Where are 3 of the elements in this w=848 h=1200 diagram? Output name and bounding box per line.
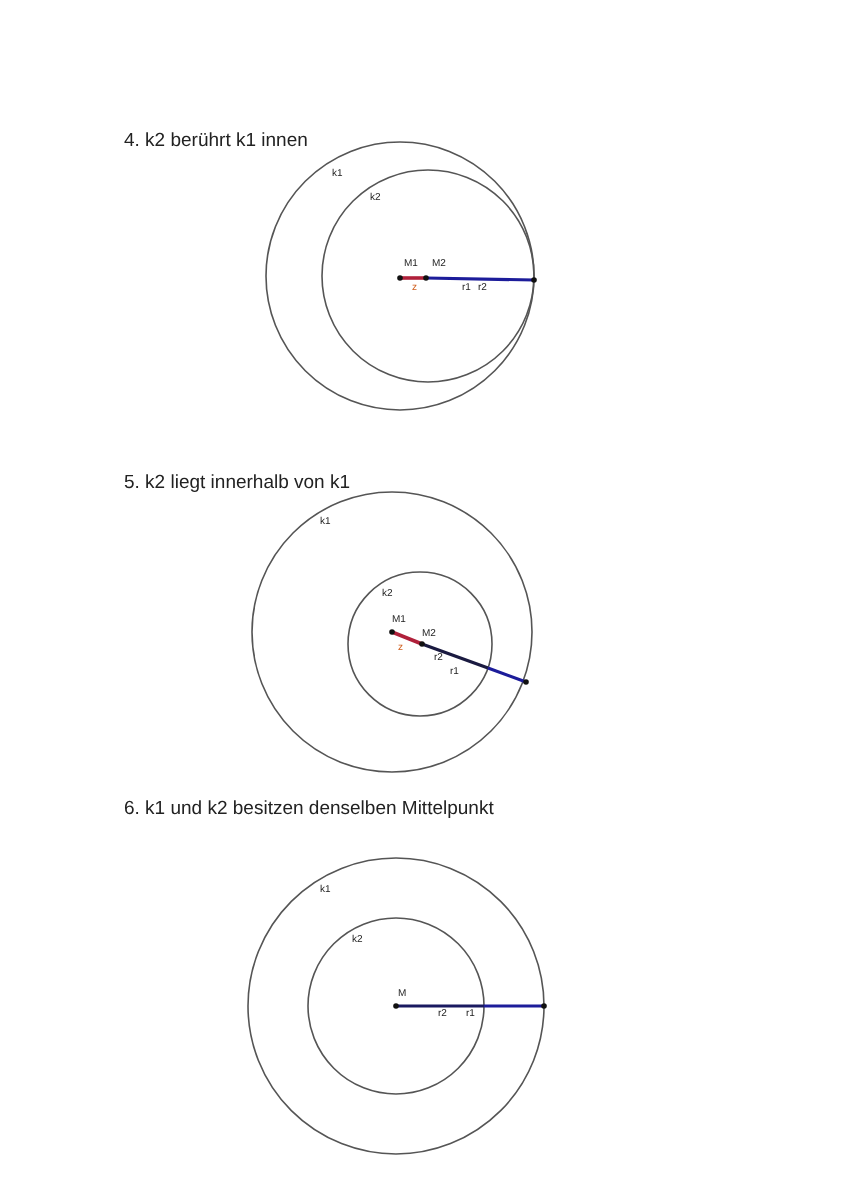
heading: 4. k2 berührt k1 innen xyxy=(124,132,308,151)
heading: 6. k1 und k2 besitzen denselben Mittelpunkt xyxy=(124,800,494,819)
heading: 5. k2 liegt innerhalb von k1 xyxy=(124,474,351,493)
